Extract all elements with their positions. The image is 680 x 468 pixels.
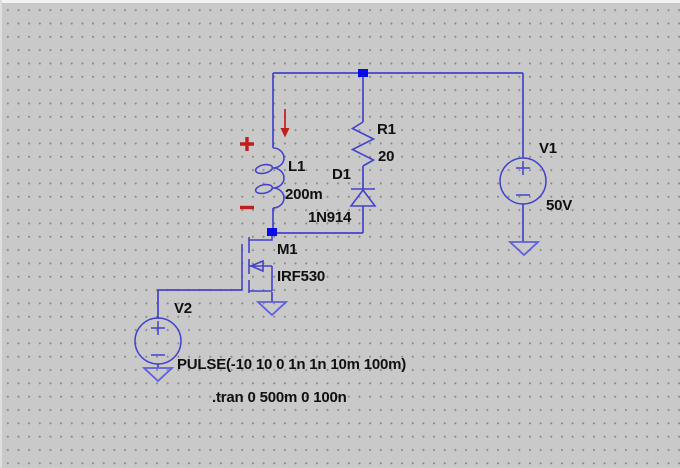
ground-group[interactable] — [141, 241, 541, 383]
diode-triangle — [349, 188, 377, 207]
v2-plus-mark — [151, 321, 165, 335]
v1-name-label[interactable]: V1 — [539, 140, 557, 157]
diode-symbol[interactable] — [349, 188, 377, 207]
v2-value-label[interactable]: PULSE(-10 10 0 1n 1n 10m 100m) — [177, 356, 407, 373]
diode-name-label[interactable]: D1 — [332, 166, 351, 183]
junction-node-top[interactable] — [358, 69, 368, 77]
mosfet-ground-icon[interactable] — [255, 301, 289, 317]
mosfet-value-label[interactable]: IRF530 — [277, 268, 325, 285]
resistor-value-label[interactable]: 20 — [378, 148, 395, 165]
window-left-edge — [0, 0, 2, 468]
v2-name-label[interactable]: V2 — [174, 300, 192, 317]
v2-circle — [134, 317, 182, 365]
resistor-symbol[interactable] — [350, 121, 376, 167]
v1-plus-mark — [516, 161, 530, 175]
diode-value-label[interactable]: 1N914 — [308, 209, 352, 226]
wire-group[interactable] — [157, 72, 524, 368]
v1-value-label[interactable]: 50V — [546, 197, 573, 214]
resistor-name-label[interactable]: R1 — [377, 121, 396, 138]
inductor-value-label[interactable]: 200m — [285, 186, 323, 203]
v1-source-symbol[interactable] — [499, 157, 547, 205]
inductor-loop-bottom — [254, 183, 274, 195]
inductor-coil[interactable] — [272, 147, 285, 209]
polarity-plus-icon — [240, 137, 254, 151]
tran-directive-label[interactable]: .tran 0 500m 0 100n — [212, 389, 347, 406]
v1-circle — [499, 157, 547, 205]
v2-ground-icon[interactable] — [141, 367, 175, 383]
wire-gate-to-v2[interactable] — [157, 289, 242, 319]
red-annotation-group — [240, 109, 290, 210]
v2-source-symbol[interactable] — [134, 317, 182, 365]
mosfet-name-label[interactable]: M1 — [277, 241, 298, 258]
current-arrow-icon — [280, 128, 290, 138]
v1-ground-icon[interactable] — [507, 241, 541, 257]
window-top-edge — [0, 0, 680, 3]
inductor-name-label[interactable]: L1 — [288, 158, 306, 175]
mosfet-symbol[interactable] — [241, 232, 273, 293]
mosfet-body-arrow — [248, 259, 264, 273]
inductor-symbol[interactable] — [254, 147, 285, 209]
inductor-loop-top — [254, 163, 274, 175]
junction-node-drain[interactable] — [267, 228, 277, 236]
